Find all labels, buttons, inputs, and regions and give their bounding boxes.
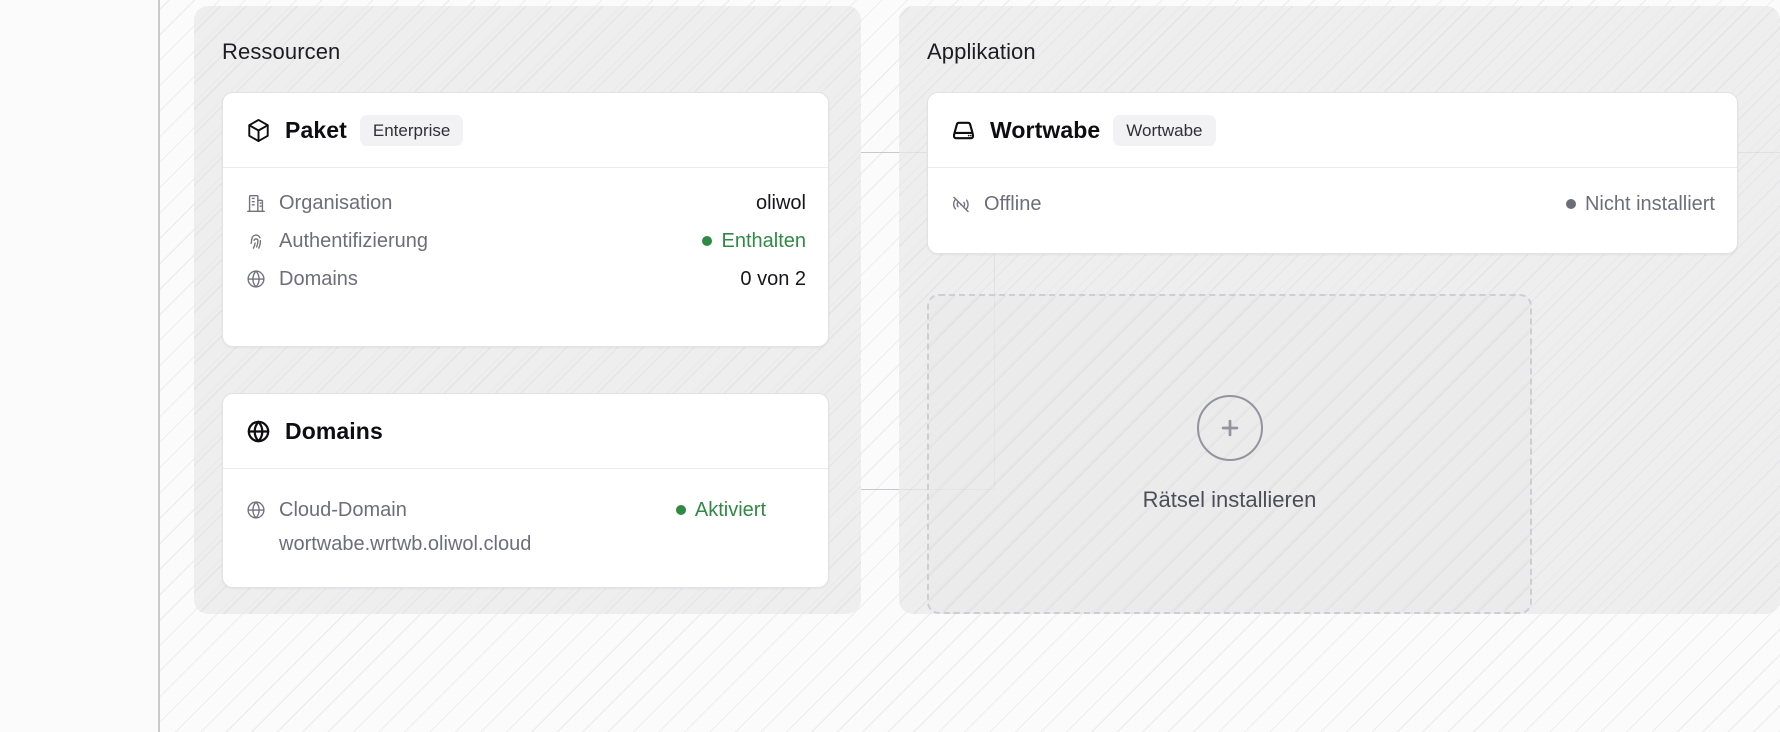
badge-paket-plan: Enterprise bbox=[359, 114, 464, 146]
install-placeholder-card[interactable]: Rätsel installieren bbox=[927, 294, 1532, 614]
row-value-cloud-domain: Aktiviert bbox=[675, 498, 766, 522]
cloud-domain-hostname: wortwabe.wrtwb.oliwol.cloud bbox=[279, 533, 532, 555]
domains-count-value: 0 von 2 bbox=[740, 267, 806, 290]
card-paket[interactable]: Paket Enterprise Organisation oliwol bbox=[222, 92, 829, 347]
drive-icon bbox=[950, 117, 977, 144]
left-rail bbox=[0, 0, 158, 732]
row-authentifizierung: Authentifizierung Enthalten bbox=[245, 222, 806, 260]
card-body-wortwabe: Offline Nicht installiert bbox=[928, 168, 1737, 241]
card-title-paket: Paket bbox=[285, 116, 347, 143]
row-label-authentifizierung: Authentifizierung bbox=[279, 229, 428, 252]
row-offline: Offline Nicht installiert bbox=[950, 185, 1715, 223]
organisation-value: oliwol bbox=[755, 191, 806, 214]
row-value-organisation: oliwol bbox=[756, 192, 806, 215]
row-cloud-domain: Cloud-Domain Aktiviert bbox=[245, 491, 806, 529]
plus-circle-icon[interactable] bbox=[1196, 395, 1263, 461]
status-dot-green bbox=[702, 236, 713, 246]
card-header-wortwabe: Wortwabe Wortwabe bbox=[928, 93, 1737, 168]
card-header-paket: Paket Enterprise bbox=[223, 93, 828, 168]
row-label-domains-count: Domains bbox=[279, 267, 358, 290]
authentifizierung-value: Enthalten bbox=[721, 229, 806, 252]
group-title-resources: Ressourcen bbox=[222, 39, 341, 64]
wortwabe-install-status: Nicht installiert bbox=[1584, 192, 1715, 215]
row-organisation: Organisation oliwol bbox=[245, 184, 806, 222]
card-title-domains: Domains bbox=[285, 417, 383, 444]
fingerprint-icon bbox=[245, 230, 275, 252]
row-label-cloud-domain: Cloud-Domain bbox=[279, 498, 407, 521]
card-wortwabe[interactable]: Wortwabe Wortwabe Offline bbox=[927, 92, 1738, 254]
row-value-authentifizierung: Enthalten bbox=[702, 230, 806, 253]
signal-off-icon bbox=[950, 193, 980, 215]
card-body-paket: Organisation oliwol Authentifizierung bbox=[223, 168, 828, 316]
building-icon bbox=[245, 192, 275, 214]
globe-icon bbox=[245, 418, 272, 445]
package-icon bbox=[245, 117, 272, 144]
globe-icon bbox=[245, 499, 275, 521]
row-value-domains-count: 0 von 2 bbox=[740, 268, 806, 291]
status-dot-grey bbox=[1565, 199, 1576, 209]
card-body-domains: Cloud-Domain Aktiviert wortwabe.wrtwb.ol… bbox=[223, 469, 828, 574]
card-domains[interactable]: Domains Cloud-Domain Aktiviert wortwabe.… bbox=[222, 393, 829, 588]
globe-icon bbox=[245, 268, 275, 290]
rail-divider bbox=[158, 0, 160, 732]
group-title-application: Applikation bbox=[927, 39, 1036, 64]
cloud-domain-status: Aktiviert bbox=[694, 498, 766, 521]
row-domains-count: Domains 0 von 2 bbox=[245, 260, 806, 298]
status-dot-green bbox=[675, 505, 686, 515]
card-title-wortwabe: Wortwabe bbox=[990, 116, 1101, 143]
install-placeholder-label: Rätsel installieren bbox=[1142, 487, 1317, 512]
row-label-organisation: Organisation bbox=[279, 191, 393, 214]
card-header-domains: Domains bbox=[223, 394, 828, 469]
row-label-offline: Offline bbox=[984, 192, 1042, 215]
badge-wortwabe-type: Wortwabe bbox=[1113, 114, 1216, 146]
row-value-offline: Nicht installiert bbox=[1565, 192, 1715, 216]
